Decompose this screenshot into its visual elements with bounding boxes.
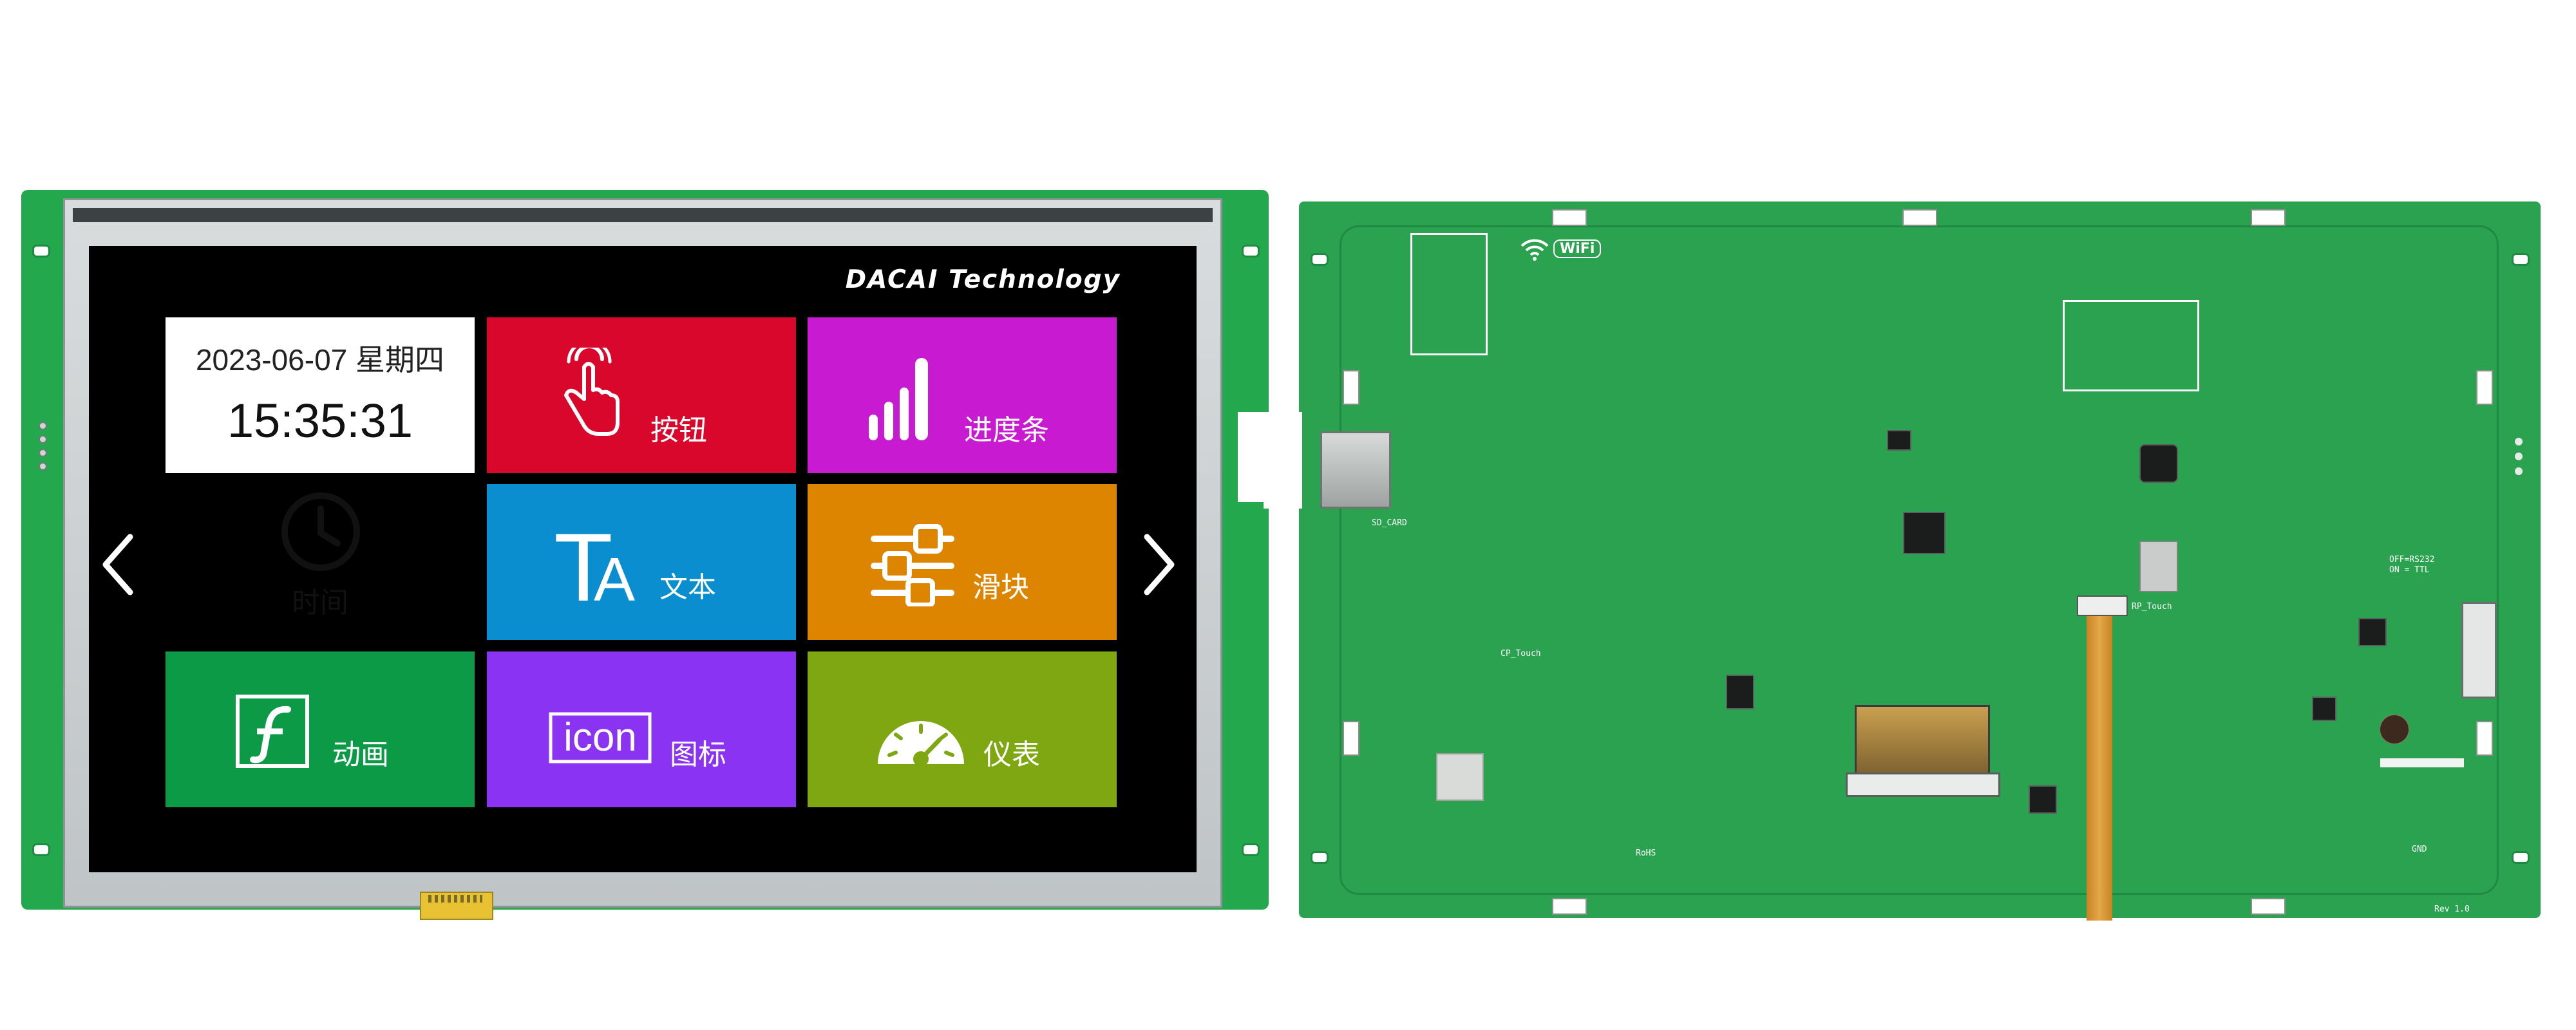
mounting-hole bbox=[32, 245, 50, 258]
touch-glass-edge bbox=[73, 208, 1213, 222]
front-pcb-cutout bbox=[1238, 412, 1264, 502]
frame-tab bbox=[1343, 721, 1359, 756]
clock-tile[interactable]: 2023-06-07 星期四 15:35:31 bbox=[166, 317, 475, 473]
header-pin bbox=[39, 449, 47, 457]
frame-tab bbox=[1552, 898, 1587, 915]
uart-mode-label: OFF=RS232 bbox=[2389, 555, 2435, 565]
tile-text[interactable] bbox=[487, 484, 796, 640]
tile-animation-label: 动画 bbox=[332, 738, 389, 771]
wifi-icon bbox=[1520, 239, 1549, 261]
uart-mode-on-label: ON = TTL bbox=[2389, 565, 2430, 575]
time-text: 15:35:31 bbox=[227, 394, 413, 447]
uart-connector bbox=[2461, 602, 2497, 698]
frame-tab bbox=[2251, 209, 2286, 226]
date-text: 2023-06-07 星期四 bbox=[195, 343, 445, 377]
silkscreen-bar bbox=[2380, 758, 2464, 767]
board-notch bbox=[1264, 412, 1302, 509]
icon-box-icon: icon bbox=[549, 712, 652, 763]
header-pin bbox=[39, 422, 47, 430]
status-led bbox=[2515, 467, 2523, 475]
tile-progress[interactable] bbox=[808, 317, 1117, 473]
text-ta-icon: T A bbox=[554, 520, 635, 610]
ic bbox=[1726, 675, 1754, 709]
tile-gauge[interactable] bbox=[808, 651, 1117, 807]
gauge-icon bbox=[878, 721, 964, 767]
frame-tab bbox=[1343, 370, 1359, 405]
tile-slider[interactable] bbox=[808, 484, 1117, 640]
status-led bbox=[2515, 438, 2523, 445]
mounting-hole bbox=[1242, 245, 1260, 258]
gnd-label: GND bbox=[2412, 845, 2427, 854]
back-pcb-board bbox=[1299, 201, 2541, 918]
header-pin bbox=[39, 462, 47, 471]
pcb-border-trace bbox=[1340, 225, 2499, 895]
icon-box-text: icon bbox=[564, 715, 637, 760]
touch-ribbon-cable bbox=[2087, 605, 2112, 921]
svg-text:A: A bbox=[594, 545, 635, 610]
tile-text-label: 文本 bbox=[659, 571, 716, 604]
ic bbox=[2029, 785, 2057, 814]
cp-touch-label: CP_Touch bbox=[1501, 649, 1541, 659]
mounting-hole bbox=[32, 843, 50, 856]
tile-icon-label: 图标 bbox=[670, 738, 726, 771]
chevron-right-icon[interactable] bbox=[1135, 529, 1180, 600]
frame-tab bbox=[2476, 370, 2493, 405]
mounting-hole bbox=[1311, 253, 1329, 266]
fpc-contacts bbox=[428, 895, 482, 903]
flash-icon bbox=[236, 695, 309, 768]
clock-label: 时间 bbox=[292, 586, 348, 619]
mounting-hole bbox=[2512, 253, 2530, 266]
clock-icon bbox=[281, 492, 360, 571]
tile-animation[interactable] bbox=[166, 651, 475, 807]
mounting-hole bbox=[2512, 851, 2530, 864]
inductor bbox=[2139, 444, 2178, 483]
electrolytic-capacitor bbox=[2380, 715, 2409, 744]
inductor bbox=[2312, 697, 2336, 721]
mcu-chip bbox=[1903, 512, 1946, 554]
ic bbox=[2358, 618, 2387, 646]
frame-tab bbox=[2251, 898, 2286, 915]
tile-progress-label: 进度条 bbox=[964, 414, 1049, 447]
frame-tab bbox=[1552, 209, 1587, 226]
touch-hand-icon bbox=[564, 348, 620, 436]
tile-button-label: 按钮 bbox=[650, 414, 707, 447]
rp-touch-label: RP_Touch bbox=[2132, 602, 2172, 612]
brand-title: DACAI Technology bbox=[845, 265, 1121, 294]
sd-card-label: SD_CARD bbox=[1372, 518, 1407, 528]
rohs-label: RoHS bbox=[1636, 848, 1656, 858]
tile-gauge-label: 仪表 bbox=[983, 738, 1040, 771]
sd-card-slot bbox=[1320, 431, 1391, 509]
wifi-module-outline bbox=[1410, 233, 1488, 355]
ic bbox=[1887, 430, 1911, 451]
lcd-ffc-latch bbox=[1846, 772, 2000, 797]
mounting-hole bbox=[1311, 851, 1329, 864]
test-pad bbox=[1436, 753, 1484, 801]
tile-icon[interactable] bbox=[487, 651, 796, 807]
chevron-left-icon[interactable] bbox=[97, 529, 142, 600]
silkscreen-outline bbox=[2063, 300, 2199, 391]
lcd-ffc-connector bbox=[1855, 705, 1990, 776]
flash-memory bbox=[2139, 541, 2178, 592]
tile-button[interactable] bbox=[487, 317, 796, 473]
revision-label: Rev 1.0 bbox=[2434, 904, 2470, 914]
touch-connector bbox=[2077, 595, 2128, 616]
frame-tab bbox=[1902, 209, 1937, 226]
header-pin bbox=[39, 435, 47, 444]
frame-tab bbox=[2476, 721, 2493, 756]
status-led bbox=[2515, 453, 2523, 460]
tile-slider-label: 滑块 bbox=[972, 571, 1029, 604]
sliders-icon bbox=[871, 524, 954, 606]
wifi-label: WiFi bbox=[1553, 239, 1602, 258]
svg-text:T: T bbox=[554, 520, 613, 610]
signal-bars-icon bbox=[869, 358, 928, 440]
mounting-hole bbox=[1242, 843, 1260, 856]
